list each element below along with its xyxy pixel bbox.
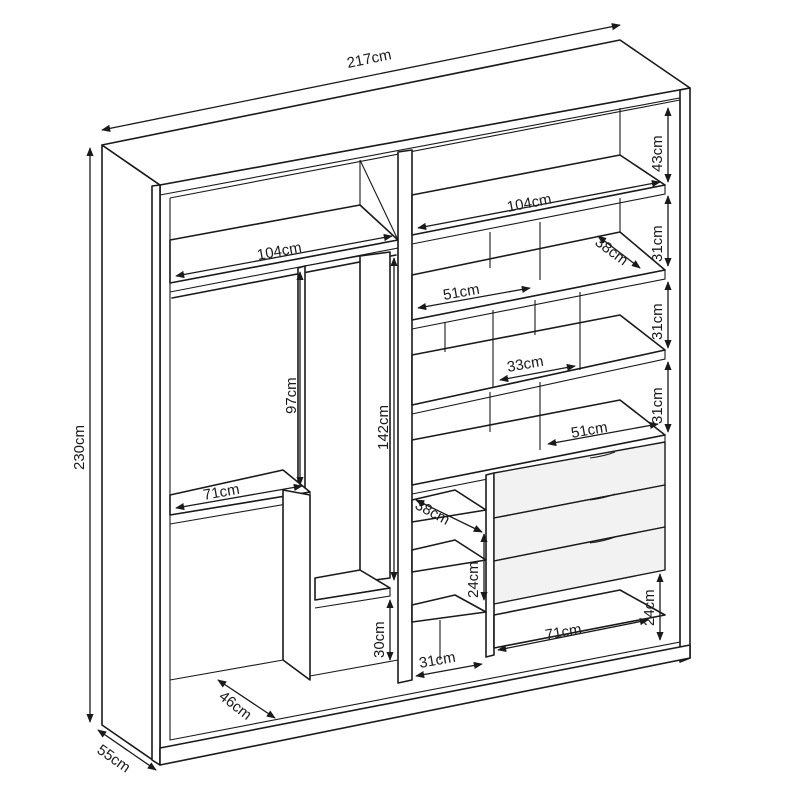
label-shelf-width-51-upper: 51cm xyxy=(442,281,481,304)
label-drawer-base-width: 71cm xyxy=(544,621,583,644)
left-section xyxy=(169,204,399,681)
drawer-1-handle xyxy=(589,451,616,459)
wardrobe-carcass xyxy=(101,39,691,766)
drawer-2-handle xyxy=(589,493,616,501)
dimension-lines xyxy=(86,23,672,771)
label-rail-shelf-width: 71cm xyxy=(202,481,241,504)
label-shelf-width-51-lower: 51cm xyxy=(570,419,609,442)
drawer-3[interactable] xyxy=(493,526,666,605)
label-bottom-shelf-width: 31cm xyxy=(418,649,457,672)
label-bottom-shelf-height: 30cm xyxy=(371,621,388,658)
label-hanging-height-142: 142cm xyxy=(375,405,392,450)
label-total-width: 217cm xyxy=(345,46,393,72)
right-section xyxy=(411,108,666,660)
label-total-height: 230cm xyxy=(71,425,88,470)
bottom-plinth xyxy=(159,644,691,766)
label-total-depth: 55cm xyxy=(94,741,134,776)
label-shelf-height-3: 31cm xyxy=(649,387,666,424)
label-small-shelf-height: 24cm xyxy=(465,561,482,598)
central-divider xyxy=(397,149,413,684)
drawer-3-handle xyxy=(589,536,616,544)
label-shelf-height-2: 31cm xyxy=(649,303,666,340)
label-top-compartment-height: 43cm xyxy=(649,135,666,172)
label-drawer-base-height: 24cm xyxy=(641,589,658,626)
label-shelf-width-33: 33cm xyxy=(506,353,545,376)
left-front-edge xyxy=(151,184,161,766)
label-hanging-height-97: 97cm xyxy=(283,377,300,414)
label-bottom-depth: 46cm xyxy=(216,688,255,724)
right-side-edge xyxy=(679,87,691,663)
label-shelf-height-1: 31cm xyxy=(649,225,666,262)
